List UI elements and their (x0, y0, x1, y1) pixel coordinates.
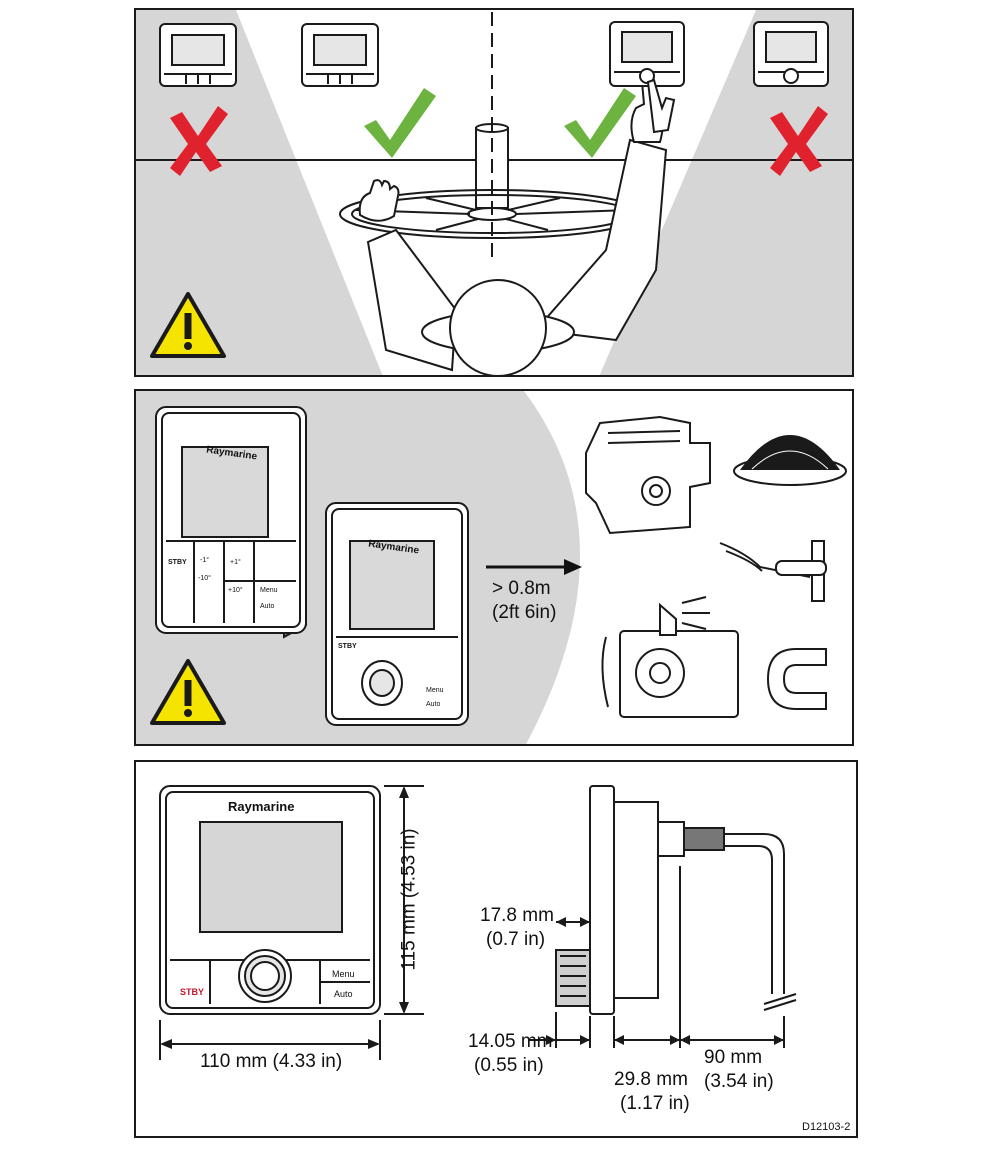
engine-icon (585, 415, 711, 535)
side-dimension-lines (528, 866, 785, 1048)
keypad-stby-label: STBY (168, 559, 187, 566)
viewing-angle-panel (134, 8, 854, 377)
right-shaded-zone (599, 10, 852, 375)
red-cross-icon (770, 106, 828, 176)
boss-mm-label: 14.05 mm (468, 1031, 553, 1052)
figure-reference: D12103-2 (802, 1121, 851, 1133)
front-stby-label: STBY (180, 987, 205, 997)
warning-triangle-icon (150, 292, 226, 358)
depth-mm-label: 29.8 mm (614, 1069, 688, 1090)
keypad-minus1-label: -1° (200, 557, 210, 564)
rotary-controller-icon (325, 502, 469, 726)
front-brand-label: Raymarine (228, 799, 295, 814)
dimensions-panel: Raymarine STBY Menu Auto 110 mm (4.33 in… (134, 760, 858, 1138)
front-auto-label: Auto (334, 989, 353, 999)
pointing-finger (646, 78, 676, 134)
cable-icon (719, 540, 827, 602)
front-dimension-lines (159, 785, 424, 1060)
keypad-plus10-label: +10° (228, 587, 243, 594)
controller-head-icon (753, 21, 829, 87)
bezel-mm-label: 17.8 mm (480, 905, 554, 926)
distance-metric-label: > 0.8m (492, 578, 551, 599)
height-dimension-label: 115 mm (4.53 in) (398, 828, 420, 971)
keypad-minus10-label: -10° (198, 575, 211, 582)
cable-in-label: (3.54 in) (704, 1071, 774, 1092)
controller-head-icon (159, 23, 237, 87)
front-view-controller (159, 785, 381, 1015)
warning-triangle-icon (150, 659, 226, 725)
side-view-controller (555, 785, 785, 1015)
helmsman-figure (358, 74, 668, 375)
cable-break-icon (763, 993, 797, 1011)
compass-safe-distance-panel: Raymarine Raymarine STBY -1° -10° +1° +1… (134, 389, 854, 746)
front-menu-label: Menu (332, 969, 355, 979)
rotary-auto-label: Auto (426, 701, 441, 708)
left-shaded-zone (136, 10, 383, 375)
controller-head-icon (609, 21, 685, 87)
controller-head-icon (301, 23, 379, 87)
radio-telephone-icon (601, 596, 739, 718)
green-check-icon (364, 88, 436, 158)
rotary-stby-label: STBY (338, 643, 357, 650)
red-cross-icon (170, 106, 228, 176)
keypad-plus1-label: +1° (230, 559, 241, 566)
keypad-controller-icon (155, 406, 307, 639)
distance-imperial-label: (2ft 6in) (492, 602, 557, 623)
compass-icon (733, 435, 847, 486)
keypad-menu-label: Menu (260, 587, 278, 594)
green-check-icon (564, 88, 636, 158)
keypad-auto-label: Auto (260, 603, 275, 610)
cable-mm-label: 90 mm (704, 1047, 763, 1068)
boss-in-label: (0.55 in) (474, 1055, 544, 1076)
depth-in-label: (1.17 in) (620, 1093, 690, 1114)
rotary-menu-label: Menu (426, 687, 444, 694)
bezel-in-label: (0.7 in) (486, 929, 546, 950)
width-dimension-label: 110 mm (4.33 in) (200, 1051, 343, 1072)
magnet-icon (766, 648, 827, 710)
